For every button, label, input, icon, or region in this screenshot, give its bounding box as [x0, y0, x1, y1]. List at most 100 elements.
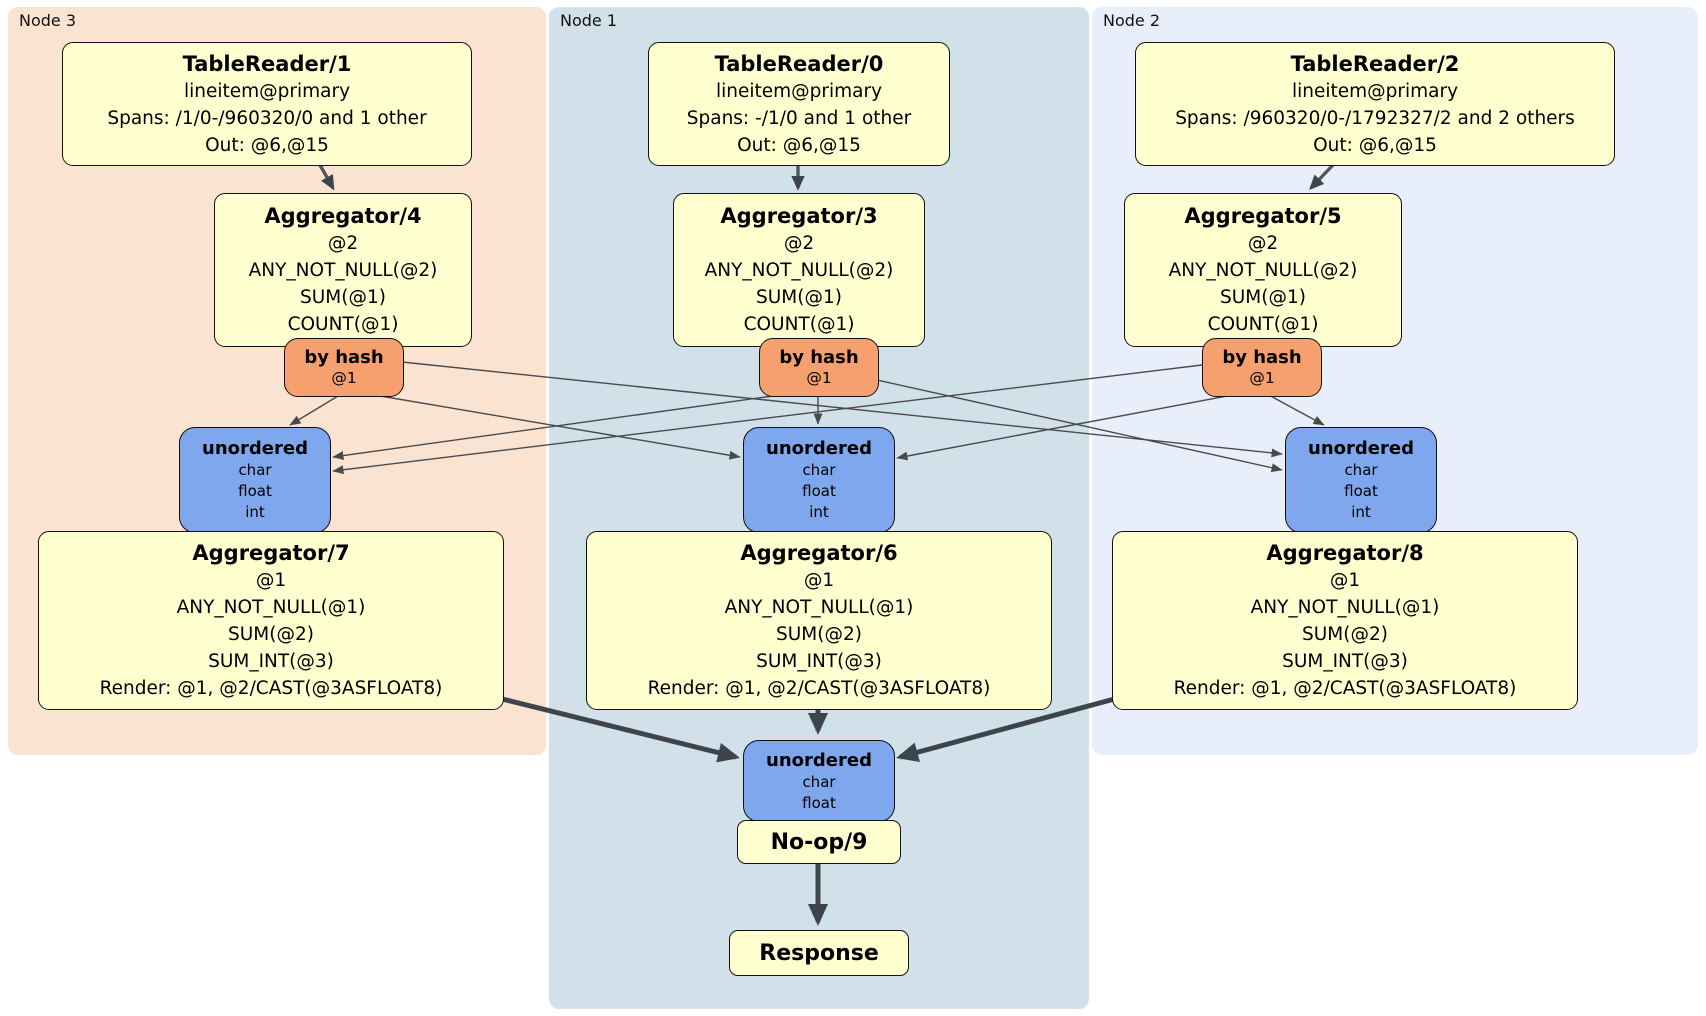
node1-region-label: Node 1	[560, 11, 618, 30]
unordered-sync-node2-label: unordered	[1308, 438, 1414, 459]
aggregator8-fn3: SUM_INT(@3)	[1282, 651, 1408, 672]
aggregator8-render: Render: @1, @2/CAST(@3ASFLOAT8)	[1173, 678, 1517, 699]
hash-router-node2-label: by hash	[1222, 347, 1302, 368]
tablereader0-index: lineitem@primary	[715, 80, 883, 102]
sync-node2-type-char: char	[1344, 461, 1378, 479]
aggregator3-fn3: COUNT(@1)	[743, 314, 855, 335]
hash-router-node3-columns: @1	[331, 369, 357, 387]
hash-router-node3: by hash @1	[284, 338, 404, 397]
aggregator6-group: @1	[803, 570, 835, 591]
tablereader0-spans: Spans: -/1/0 and 1 other	[686, 107, 912, 129]
final-sync-type-float: float	[802, 793, 836, 812]
aggregator5-group: @2	[1247, 233, 1279, 254]
sync-node1-type-float: float	[802, 482, 836, 500]
hash-router-node1-columns: @1	[806, 369, 832, 387]
aggregator5-box: Aggregator/5 @2 ANY_NOT_NULL(@2) SUM(@1)…	[1124, 193, 1402, 347]
aggregator7-fn3: SUM_INT(@3)	[208, 651, 334, 672]
tablereader1-box: TableReader/1 lineitem@primary Spans: /1…	[62, 42, 472, 166]
tablereader1-title: TableReader/1	[182, 51, 352, 76]
edge-hash2-unordered1	[896, 389, 1260, 461]
hash-router-node1: by hash @1	[759, 338, 879, 397]
tablereader0-out: Out: @6,@15	[737, 134, 861, 156]
aggregator8-box: Aggregator/8 @1 ANY_NOT_NULL(@1) SUM(@2)…	[1112, 531, 1578, 710]
hash-router-node1-label: by hash	[779, 347, 859, 368]
aggregator5-fn2: SUM(@1)	[1220, 287, 1306, 308]
aggregator4-title: Aggregator/4	[264, 204, 422, 228]
edge-hash3-unordered1	[344, 389, 741, 460]
aggregator7-box: Aggregator/7 @1 ANY_NOT_NULL(@1) SUM(@2)…	[38, 531, 504, 710]
aggregator5-fn3: COUNT(@1)	[1207, 314, 1319, 335]
aggregator4-fn1: ANY_NOT_NULL(@2)	[248, 260, 438, 281]
unordered-sync-node3-label: unordered	[202, 438, 308, 459]
edge-tablereader2-aggregator5	[1309, 163, 1335, 190]
final-sync-type-char: char	[802, 772, 836, 791]
sync-node3-type-float: float	[238, 482, 272, 500]
response-box: Response	[729, 930, 909, 976]
edge-aggregator8-finalsync	[896, 695, 1119, 762]
sync-node3-type-int: int	[245, 503, 265, 521]
tablereader2-box: TableReader/2 lineitem@primary Spans: /9…	[1135, 42, 1615, 166]
tablereader1-spans: Spans: /1/0-/960320/0 and 1 other	[107, 107, 427, 129]
noop-box: No-op/9	[737, 820, 901, 864]
aggregator3-title: Aggregator/3	[720, 204, 878, 228]
hash-router-node2: by hash @1	[1202, 338, 1322, 397]
tablereader0-title: TableReader/0	[714, 51, 884, 76]
edge-aggregator7-finalsync	[497, 695, 740, 763]
tablereader2-title: TableReader/2	[1290, 51, 1460, 76]
aggregator3-box: Aggregator/3 @2 ANY_NOT_NULL(@2) SUM(@1)…	[673, 193, 925, 347]
hash-router-node2-columns: @1	[1249, 369, 1275, 387]
sync-node3-type-char: char	[238, 461, 272, 479]
response-title: Response	[759, 940, 879, 966]
tablereader0-box: TableReader/0 lineitem@primary Spans: -/…	[648, 42, 950, 166]
edge-hash1-unordered3	[332, 389, 817, 460]
aggregator5-title: Aggregator/5	[1184, 204, 1342, 228]
aggregator4-fn2: SUM(@1)	[300, 287, 386, 308]
aggregator7-fn2: SUM(@2)	[228, 624, 314, 645]
aggregator6-box: Aggregator/6 @1 ANY_NOT_NULL(@1) SUM(@2)…	[586, 531, 1052, 710]
aggregator8-group: @1	[1329, 570, 1361, 591]
edge-hash2-unordered2	[1264, 392, 1325, 426]
aggregator7-group: @1	[255, 570, 287, 591]
sync-node2-type-int: int	[1351, 503, 1371, 521]
aggregator5-fn1: ANY_NOT_NULL(@2)	[1168, 260, 1358, 281]
tablereader2-spans: Spans: /960320/0-/1792327/2 and 2 others	[1175, 107, 1575, 129]
aggregator7-title: Aggregator/7	[192, 541, 350, 565]
tablereader2-index: lineitem@primary	[1291, 80, 1459, 102]
noop-title: No-op/9	[770, 829, 868, 855]
aggregator7-fn1: ANY_NOT_NULL(@1)	[176, 597, 366, 618]
sync-node1-type-char: char	[802, 461, 836, 479]
tablereader1-out: Out: @6,@15	[205, 134, 329, 156]
aggregator8-fn1: ANY_NOT_NULL(@1)	[1250, 597, 1440, 618]
unordered-sync-node1: unordered char float int	[743, 427, 895, 533]
unordered-sync-final-label: unordered	[766, 749, 872, 771]
hash-router-node3-label: by hash	[304, 347, 384, 368]
aggregator4-group: @2	[327, 233, 359, 254]
aggregator6-title: Aggregator/6	[740, 541, 898, 565]
sync-node2-type-float: float	[1344, 482, 1378, 500]
aggregator4-fn3: COUNT(@1)	[287, 314, 399, 335]
tablereader1-index: lineitem@primary	[183, 80, 351, 102]
aggregator7-render: Render: @1, @2/CAST(@3ASFLOAT8)	[99, 678, 443, 699]
node2-region-label: Node 2	[1103, 11, 1161, 30]
unordered-sync-node2: unordered char float int	[1285, 427, 1437, 533]
aggregator6-fn3: SUM_INT(@3)	[756, 651, 882, 672]
node3-region-label: Node 3	[19, 11, 77, 30]
aggregator8-fn2: SUM(@2)	[1302, 624, 1388, 645]
aggregator6-fn1: ANY_NOT_NULL(@1)	[724, 597, 914, 618]
aggregator4-box: Aggregator/4 @2 ANY_NOT_NULL(@2) SUM(@1)…	[214, 193, 472, 347]
aggregator8-title: Aggregator/8	[1266, 541, 1424, 565]
unordered-sync-node3: unordered char float int	[179, 427, 331, 533]
aggregator3-fn1: ANY_NOT_NULL(@2)	[704, 260, 894, 281]
edge-hash3-unordered2	[401, 361, 1283, 458]
aggregator6-fn2: SUM(@2)	[776, 624, 862, 645]
edge-hash1-unordered2	[876, 379, 1283, 473]
edge-hash2-unordered3	[332, 364, 1203, 475]
sync-node1-type-int: int	[809, 503, 829, 521]
edge-tablereader1-aggregator4	[318, 164, 335, 191]
tablereader2-out: Out: @6,@15	[1313, 134, 1437, 156]
unordered-sync-final: unordered char float	[743, 740, 895, 822]
aggregator3-fn2: SUM(@1)	[756, 287, 842, 308]
unordered-sync-node1-label: unordered	[766, 438, 872, 459]
